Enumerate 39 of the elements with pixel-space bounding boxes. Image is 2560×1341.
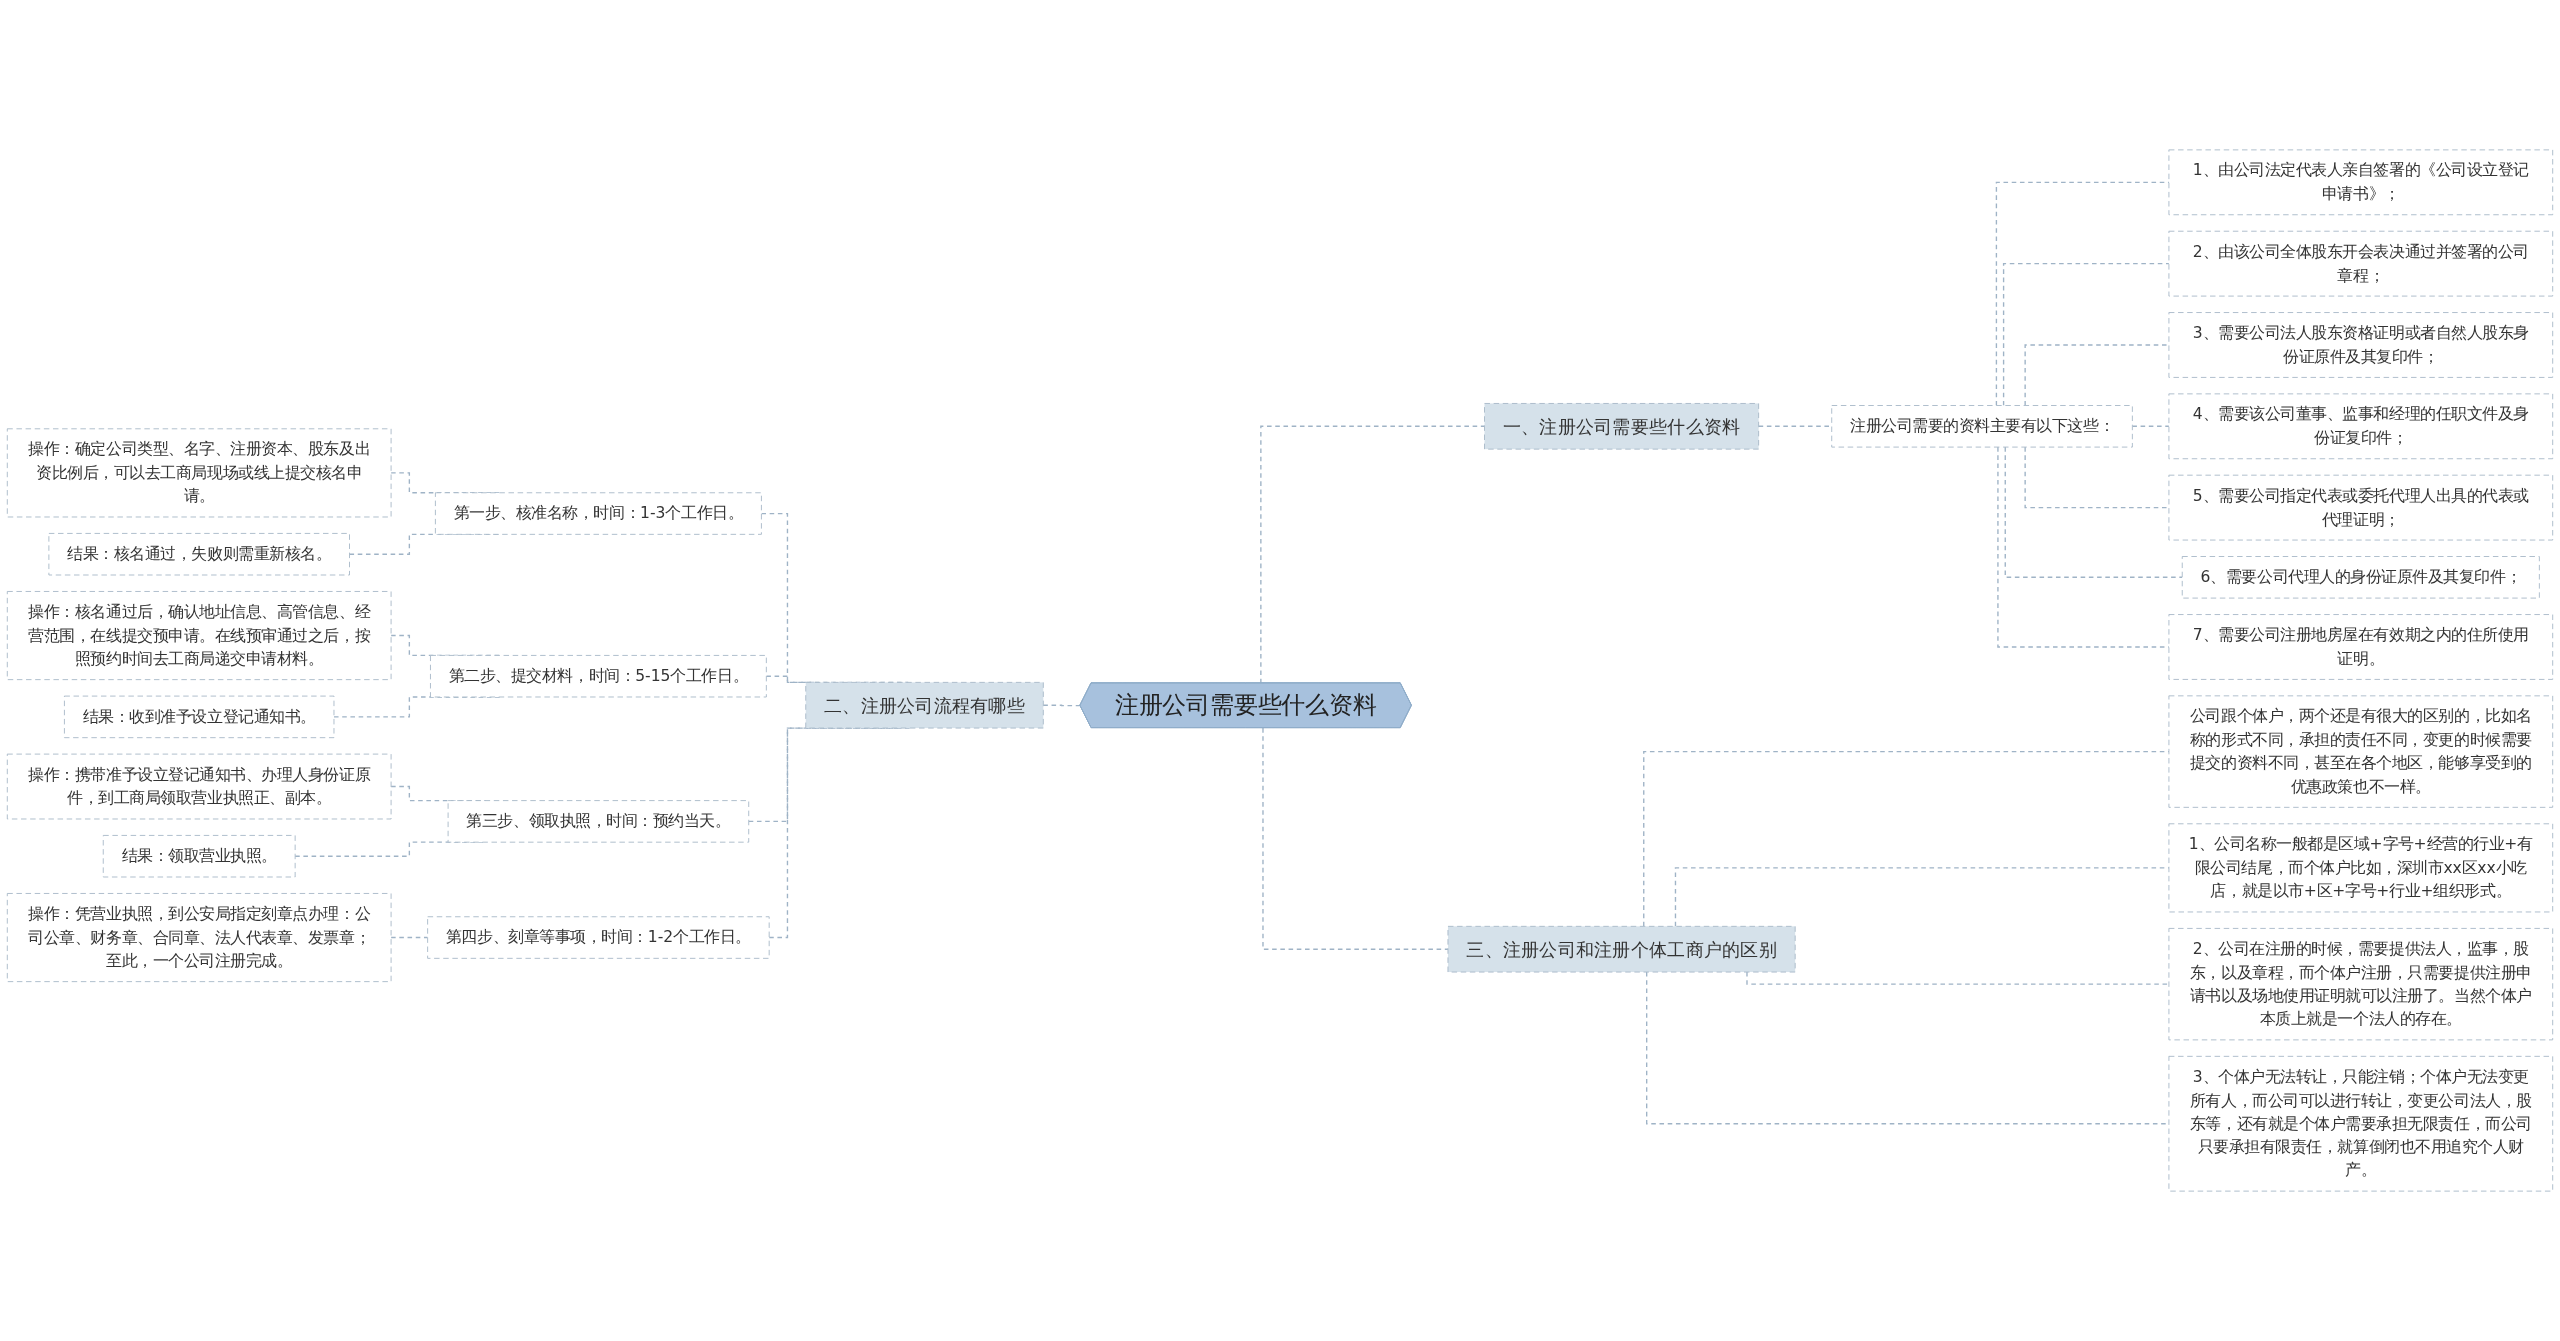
node-box: 1、由公司法定代表人亲自签署的《公司设立登记申请书》；	[2168, 149, 2554, 216]
node-box: 1、公司名称一般都是区域+字号+经营的行业+有限公司结尾，而个体户比如，深圳市xx区xx小吃店，就是以市+区+字号+行业+组织形式。	[2168, 823, 2554, 913]
connector	[1260, 425, 1486, 684]
node-box: 6、需要公司代理人的身份证原件及其复印件；	[2181, 556, 2540, 599]
connector	[1746, 971, 2170, 985]
node-box: 公司跟个体户，两个还是有很大的区别的，比如名称的形式不同，承担的责任不同，变更的时候需要提交的资料不同，甚至在各个地区，能够享受到的优惠政策也不一样。	[2168, 695, 2554, 808]
connector	[2024, 344, 2170, 407]
node-box: 操作：核名通过后，确认地址信息、高管信息、经营范围，在线提交预申请。在线预审通过之后，按照预约时间去工商局递交申请材料。	[6, 591, 392, 681]
node-box: 第三步、领取执照，时间：预约当天。	[447, 800, 750, 843]
node-box: 操作：凭营业执照，到公安局指定刻章点办理：公司公章、财务章、合同章、法人代表章、发票章；至此，一个公司注册完成。	[6, 893, 392, 983]
node-box: 2、公司在注册的时候，需要提供法人，监事，股东，以及章程，而个体户注册，只需要提供注册申请书以及场地使用证明就可以注册了。当然个体户本质上就是一个法人的存在。	[2168, 927, 2554, 1041]
connector	[1262, 727, 1449, 950]
node-box: 结果：领取营业执照。	[102, 834, 296, 878]
node-box: 一、注册公司需要些什么资料	[1484, 403, 1760, 450]
connector	[2131, 425, 2170, 427]
node-box: 第二步、提交材料，时间：5-15个工作日。	[430, 654, 767, 698]
node-box: 3、需要公司法人股东资格证明或者自然人股东身份证原件及其复印件；	[2168, 312, 2554, 378]
node-box: 7、需要公司注册地房屋在有效期之内的住所使用证明。	[2168, 614, 2554, 680]
connector	[2002, 262, 2170, 407]
node-box: 结果：收到准予设立登记通知书。	[63, 695, 335, 739]
node-box: 第一步、核准名称，时间：1-3个工作日。	[434, 492, 762, 535]
node-box: 5、需要公司指定代表或委托代理人出具的代表或代理证明；	[2168, 474, 2554, 541]
node-box: 3、个体户无法转让，只能注销；个体户无法变更所有人，而公司可以进行转让，变更公司法人，股东等，还有就是个体户需要承担无限责任，而公司只要承担有限责任，就算倒闭也不用追究个人财产。	[2168, 1055, 2554, 1192]
node-box: 操作：携带准予设立登记通知书、办理人身份证原件，到工商局领取营业执照正、副本。	[6, 753, 392, 820]
node-box: 注册公司需要的资料主要有以下这些：	[1831, 405, 2133, 448]
node-box: 二、注册公司流程有哪些	[805, 681, 1044, 729]
connector	[1646, 971, 2170, 1125]
node-box: 4、需要该公司董事、监事和经理的任职文件及身份证复印件；	[2168, 393, 2554, 460]
node-box: 2、由该公司全体股东开会表决通过并签署的公司章程；	[2168, 230, 2554, 297]
connector	[1042, 704, 1081, 707]
node-box: 三、注册公司和注册个体工商户的区别	[1447, 925, 1796, 973]
node-box: 操作：确定公司类型、名字、注册资本、股东及出资比例后，可以去工商局现场或线上提交核名申请。	[6, 428, 392, 518]
connector	[390, 936, 429, 939]
node-box: 第四步、刻章等事项，时间：1-2个工作日。	[427, 916, 770, 959]
connector	[1997, 446, 2170, 648]
connector	[1995, 181, 2170, 407]
connector	[2024, 446, 2170, 509]
node-box: 结果：核名通过，失败则需重新核名。	[48, 533, 350, 576]
connector	[2004, 446, 2183, 578]
